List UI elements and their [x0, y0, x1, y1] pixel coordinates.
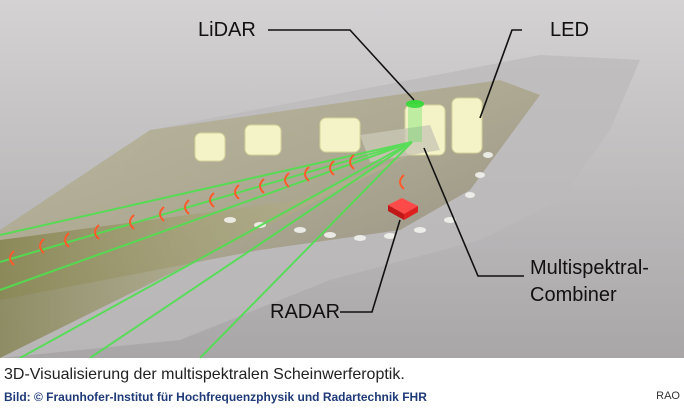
headlamp-illustration: LiDAR LED Multispektral- Combiner RADAR — [0, 0, 684, 359]
radar-wave-arc — [304, 166, 310, 182]
lidar-beam — [0, 141, 413, 263]
lidar-beam — [0, 141, 413, 291]
radar-wave-arc — [94, 224, 100, 240]
label-combiner-line2: Combiner — [530, 284, 617, 306]
lidar-beam — [19, 141, 413, 359]
label-led: LED — [550, 19, 589, 41]
tag: RAO — [656, 390, 680, 402]
radar-wave-arc — [329, 160, 335, 176]
lidar-beam — [199, 141, 413, 359]
radar-wave-arc — [64, 232, 70, 248]
label-combiner-line1: Multispektral- — [530, 257, 649, 279]
radar-wave-arc — [159, 206, 165, 222]
radar-wave-arc — [259, 178, 265, 194]
lidar-beam — [89, 141, 413, 359]
radar-wave-arc — [9, 250, 15, 266]
radar-wave-arc — [129, 214, 135, 230]
lidar-beam — [0, 141, 413, 236]
radar-wave-arc — [284, 172, 290, 188]
radar-wave-arc — [39, 238, 45, 254]
radar-wave-arc — [399, 174, 405, 190]
radar-wave-arc — [349, 154, 355, 170]
caption: 3D-Visualisierung der multispektralen Sc… — [4, 366, 405, 383]
label-lidar: LiDAR — [198, 19, 256, 41]
radar-wave-arc — [209, 192, 215, 208]
image-credit: Bild: © Fraunhofer-Institut für Hochfreq… — [4, 390, 427, 404]
radar-wave-arc — [234, 184, 240, 200]
radar-wave-arc — [184, 199, 190, 215]
label-radar: RADAR — [270, 301, 341, 323]
